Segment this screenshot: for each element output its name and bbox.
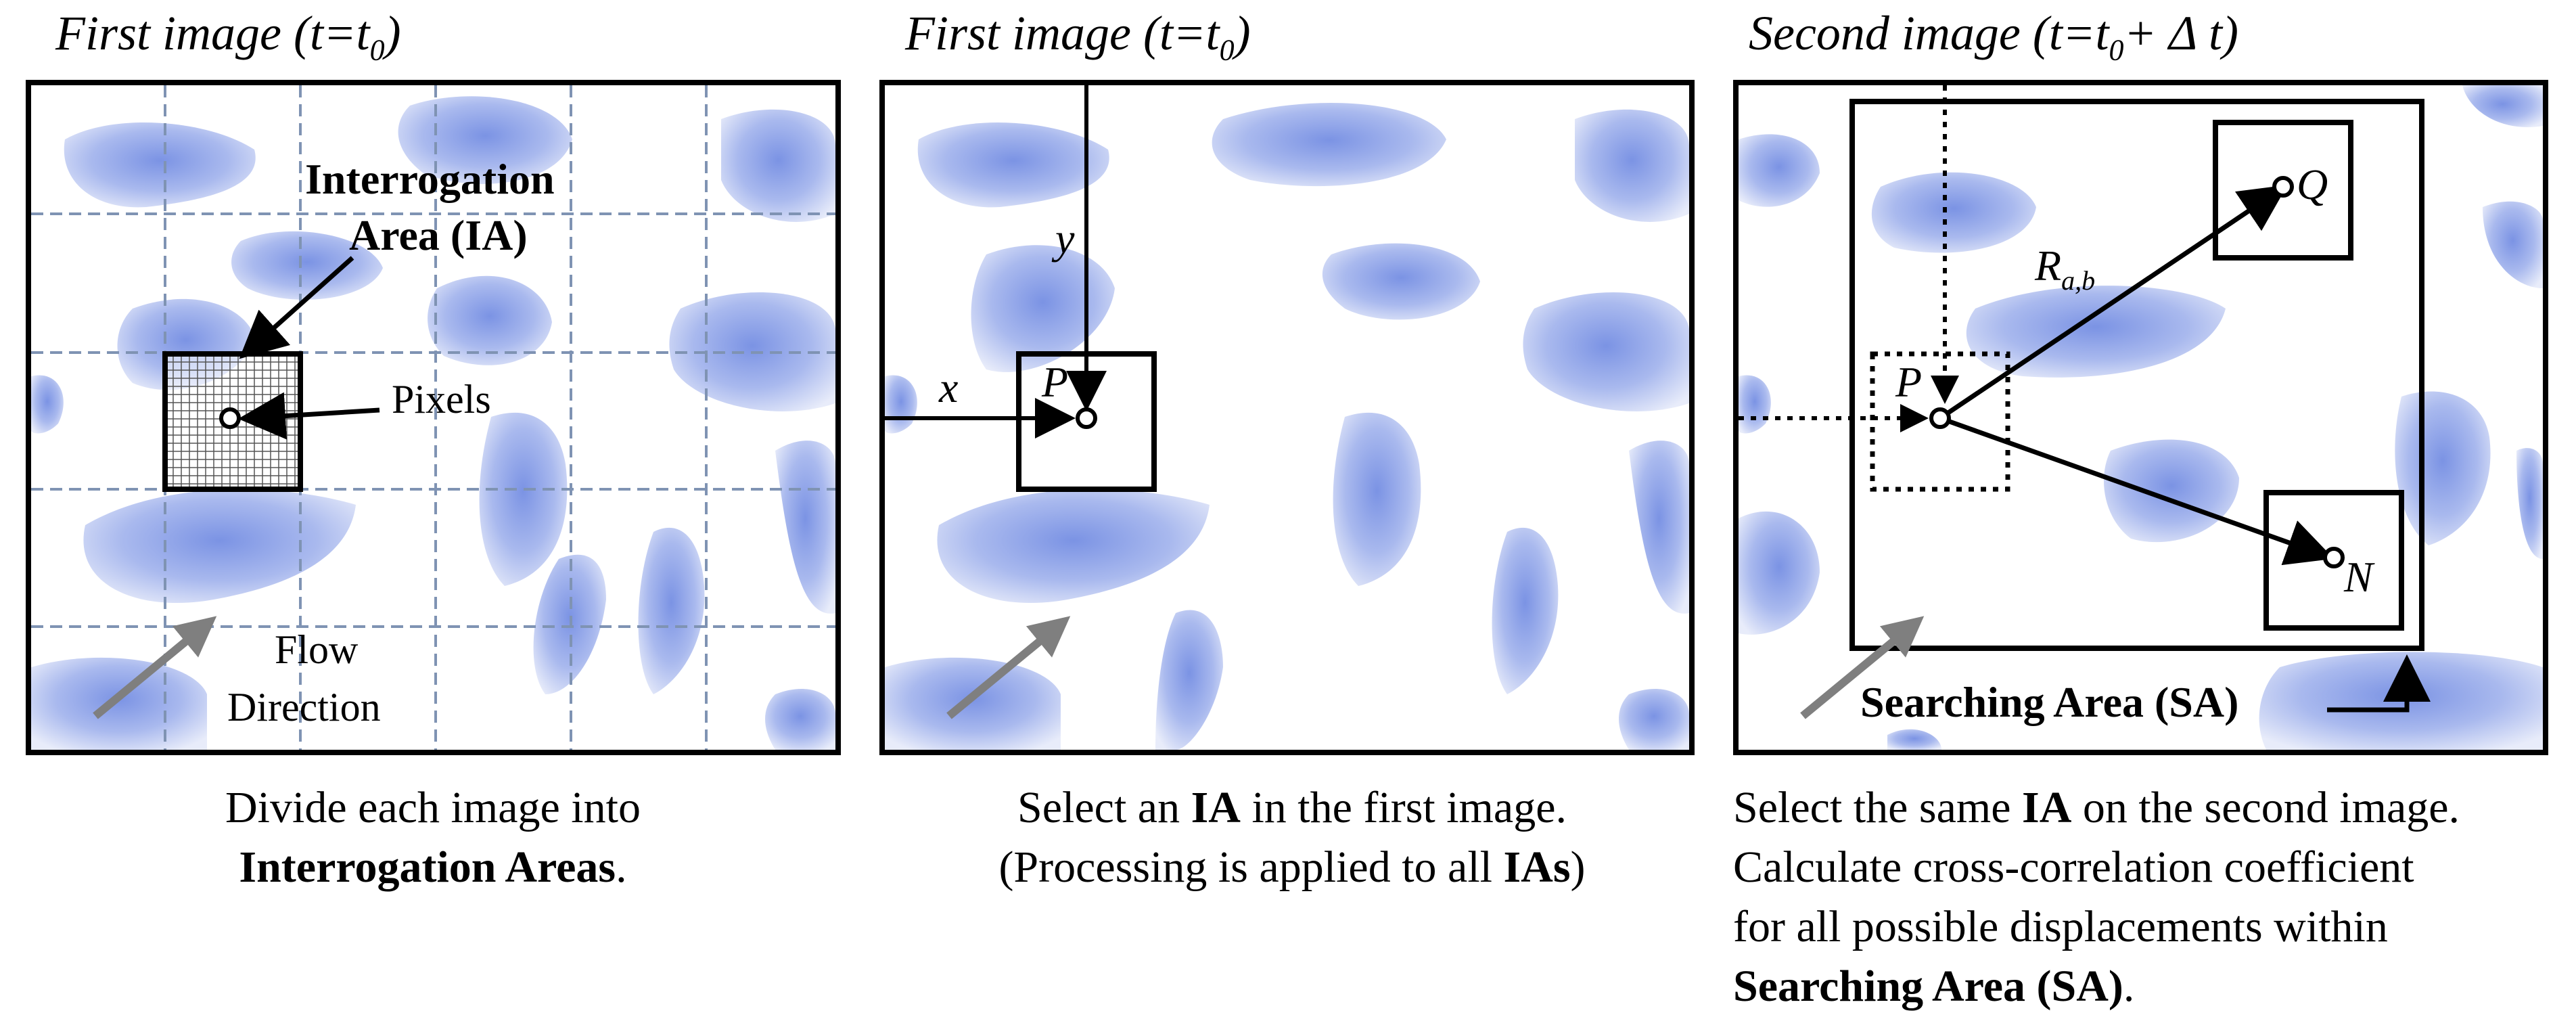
candidate-ia-n bbox=[2263, 490, 2404, 631]
y-label: y bbox=[1055, 215, 1075, 263]
panel3-caption-line1: Select the same IA on the second image. bbox=[1733, 783, 2460, 832]
candidate-ia-q bbox=[2213, 120, 2353, 261]
point-n-marker bbox=[2323, 547, 2345, 568]
ia-box bbox=[162, 351, 303, 492]
n-label: N bbox=[2344, 553, 2373, 601]
panel3-image: P Q N Ra,b Searching Area (SA) bbox=[1733, 80, 2548, 755]
panel3-caption-line2: Calculate cross-correlation coefficient bbox=[1733, 842, 2414, 892]
displacement-arrow-n bbox=[1939, 415, 2334, 566]
sa-label-pointer bbox=[2327, 654, 2431, 713]
displacement-arrow-q bbox=[1939, 185, 2288, 420]
p-label: P bbox=[1895, 358, 1923, 406]
panel2-caption-line1: Select an IA in the first image. bbox=[1017, 783, 1567, 832]
panel3-title: Second image (t=t0+ Δ t) bbox=[1749, 6, 2238, 67]
pixel-marker bbox=[219, 407, 241, 429]
sa-label: Searching Area (SA) bbox=[1860, 678, 2239, 726]
panel1-caption: Divide each image into Interrogation Are… bbox=[101, 778, 764, 897]
panel2-image: y x P bbox=[879, 80, 1695, 755]
panel2-title: First image (t=t0) bbox=[905, 6, 1251, 67]
ia-label-line1: Interrogation bbox=[305, 155, 555, 203]
r-label: Ra,b bbox=[2035, 242, 2096, 296]
q-label: Q bbox=[2297, 160, 2328, 208]
flow-direction-arrow bbox=[1800, 616, 1925, 719]
point-p-marker bbox=[1076, 407, 1097, 429]
pixels-label: Pixels bbox=[392, 377, 491, 422]
ia-pointer-arrow bbox=[239, 256, 354, 359]
flow-direction-arrow bbox=[946, 616, 1071, 719]
panel2-caption-line2: (Processing is applied to all IAs) bbox=[998, 842, 1586, 892]
panel3-particles bbox=[1739, 85, 2543, 750]
flow-label-line2: Direction bbox=[227, 685, 381, 729]
point-q-marker bbox=[2272, 176, 2294, 198]
searching-area-box bbox=[1849, 99, 2424, 651]
panel2-caption: Select an IA in the first image. (Proces… bbox=[927, 778, 1657, 897]
panel1-title: First image (t=t0) bbox=[55, 6, 401, 67]
p-label: P bbox=[1042, 358, 1069, 406]
panel1-caption-line1: Divide each image into bbox=[225, 783, 641, 832]
panel3-caption: Select the same IA on the second image. … bbox=[1733, 778, 2565, 1016]
flow-label-line1: Flow bbox=[275, 627, 359, 672]
particle-blobs bbox=[885, 103, 1689, 750]
point-p-marker bbox=[1929, 407, 1951, 429]
panel3-caption-line3: for all possible displacements within bbox=[1733, 902, 2388, 951]
panel1-particles bbox=[31, 85, 835, 750]
panel1-caption-line2: Interrogation Areas. bbox=[239, 842, 627, 892]
ia-label-line2: Area (IA) bbox=[349, 211, 528, 259]
panel2-particles bbox=[885, 85, 1689, 750]
pixels-pointer-arrow bbox=[238, 392, 380, 440]
x-label: x bbox=[939, 363, 959, 411]
flow-direction-arrow bbox=[93, 616, 217, 719]
panel3-caption-line4: Searching Area (SA). bbox=[1733, 962, 2135, 1011]
panel1-image: Interrogation Area (IA) Pixels Flow Dire… bbox=[26, 80, 841, 755]
